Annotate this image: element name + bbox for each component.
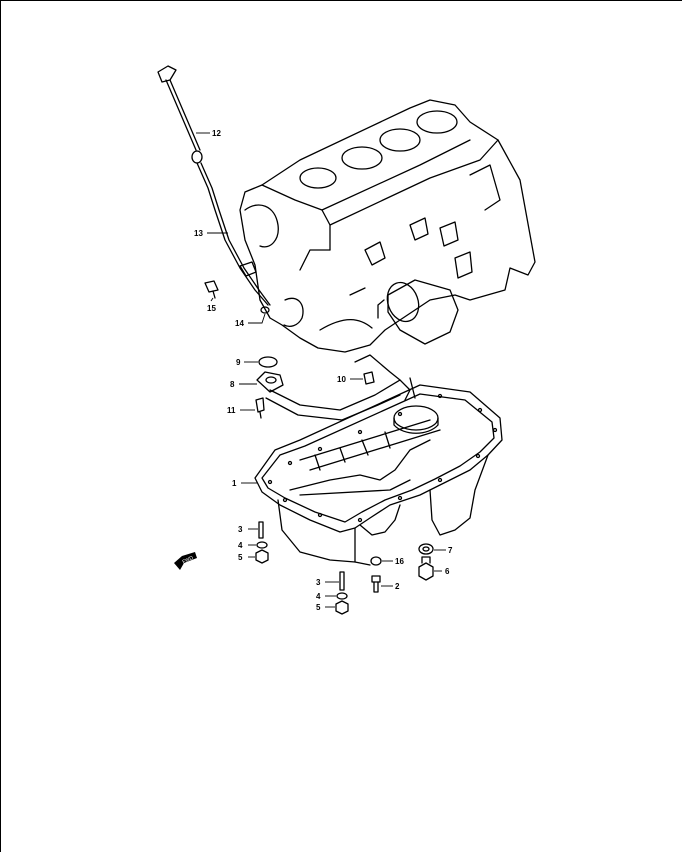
label-13: 13 xyxy=(194,229,203,238)
bolt-2 xyxy=(371,575,381,593)
label-7: 7 xyxy=(448,546,453,555)
oil-strainer xyxy=(265,354,439,434)
label-8: 8 xyxy=(230,380,235,389)
fwd-label: FWD xyxy=(182,555,195,565)
label-11: 11 xyxy=(227,406,236,415)
dipstick-bolt-15 xyxy=(204,280,219,299)
label-3-center: 3 xyxy=(316,578,321,587)
label-2: 2 xyxy=(395,582,400,591)
oil-dipstick xyxy=(157,65,271,306)
label-10: 10 xyxy=(337,375,346,384)
label-12: 12 xyxy=(212,129,221,138)
label-5-left: 5 xyxy=(238,553,243,562)
stud-3-left xyxy=(258,521,264,539)
o-ring-14 xyxy=(260,306,270,314)
nut-5-center xyxy=(335,600,349,615)
oil-filter xyxy=(377,279,459,345)
gasket-16 xyxy=(370,556,382,566)
label-3-left: 3 xyxy=(238,525,243,534)
label-9: 9 xyxy=(236,358,241,367)
label-5-center: 5 xyxy=(316,603,321,612)
label-15: 15 xyxy=(207,304,216,313)
engine-block xyxy=(239,99,536,353)
nut-5-left xyxy=(255,549,269,564)
stud-3-center xyxy=(339,571,345,591)
label-14: 14 xyxy=(235,319,244,328)
label-6: 6 xyxy=(445,567,450,576)
drain-plug-6 xyxy=(418,556,434,581)
strainer-flange-8 xyxy=(256,371,284,393)
label-1: 1 xyxy=(232,479,237,488)
bolt-11 xyxy=(255,397,265,419)
oil-pan xyxy=(254,384,503,566)
washer-4-center xyxy=(336,592,348,600)
washer-4-left xyxy=(256,541,268,549)
gasket-7 xyxy=(418,543,434,555)
label-4-left: 4 xyxy=(238,541,243,550)
bolt-10 xyxy=(363,371,375,385)
label-4-center: 4 xyxy=(316,592,321,601)
o-ring-9 xyxy=(258,356,278,368)
forward-arrow-icon: FWD xyxy=(174,552,197,570)
leader-lines xyxy=(196,132,446,608)
part-labels: 12 13 15 14 9 8 11 10 1 3 4 5 3 4 5 2 16… xyxy=(194,129,453,612)
label-16: 16 xyxy=(395,557,404,566)
